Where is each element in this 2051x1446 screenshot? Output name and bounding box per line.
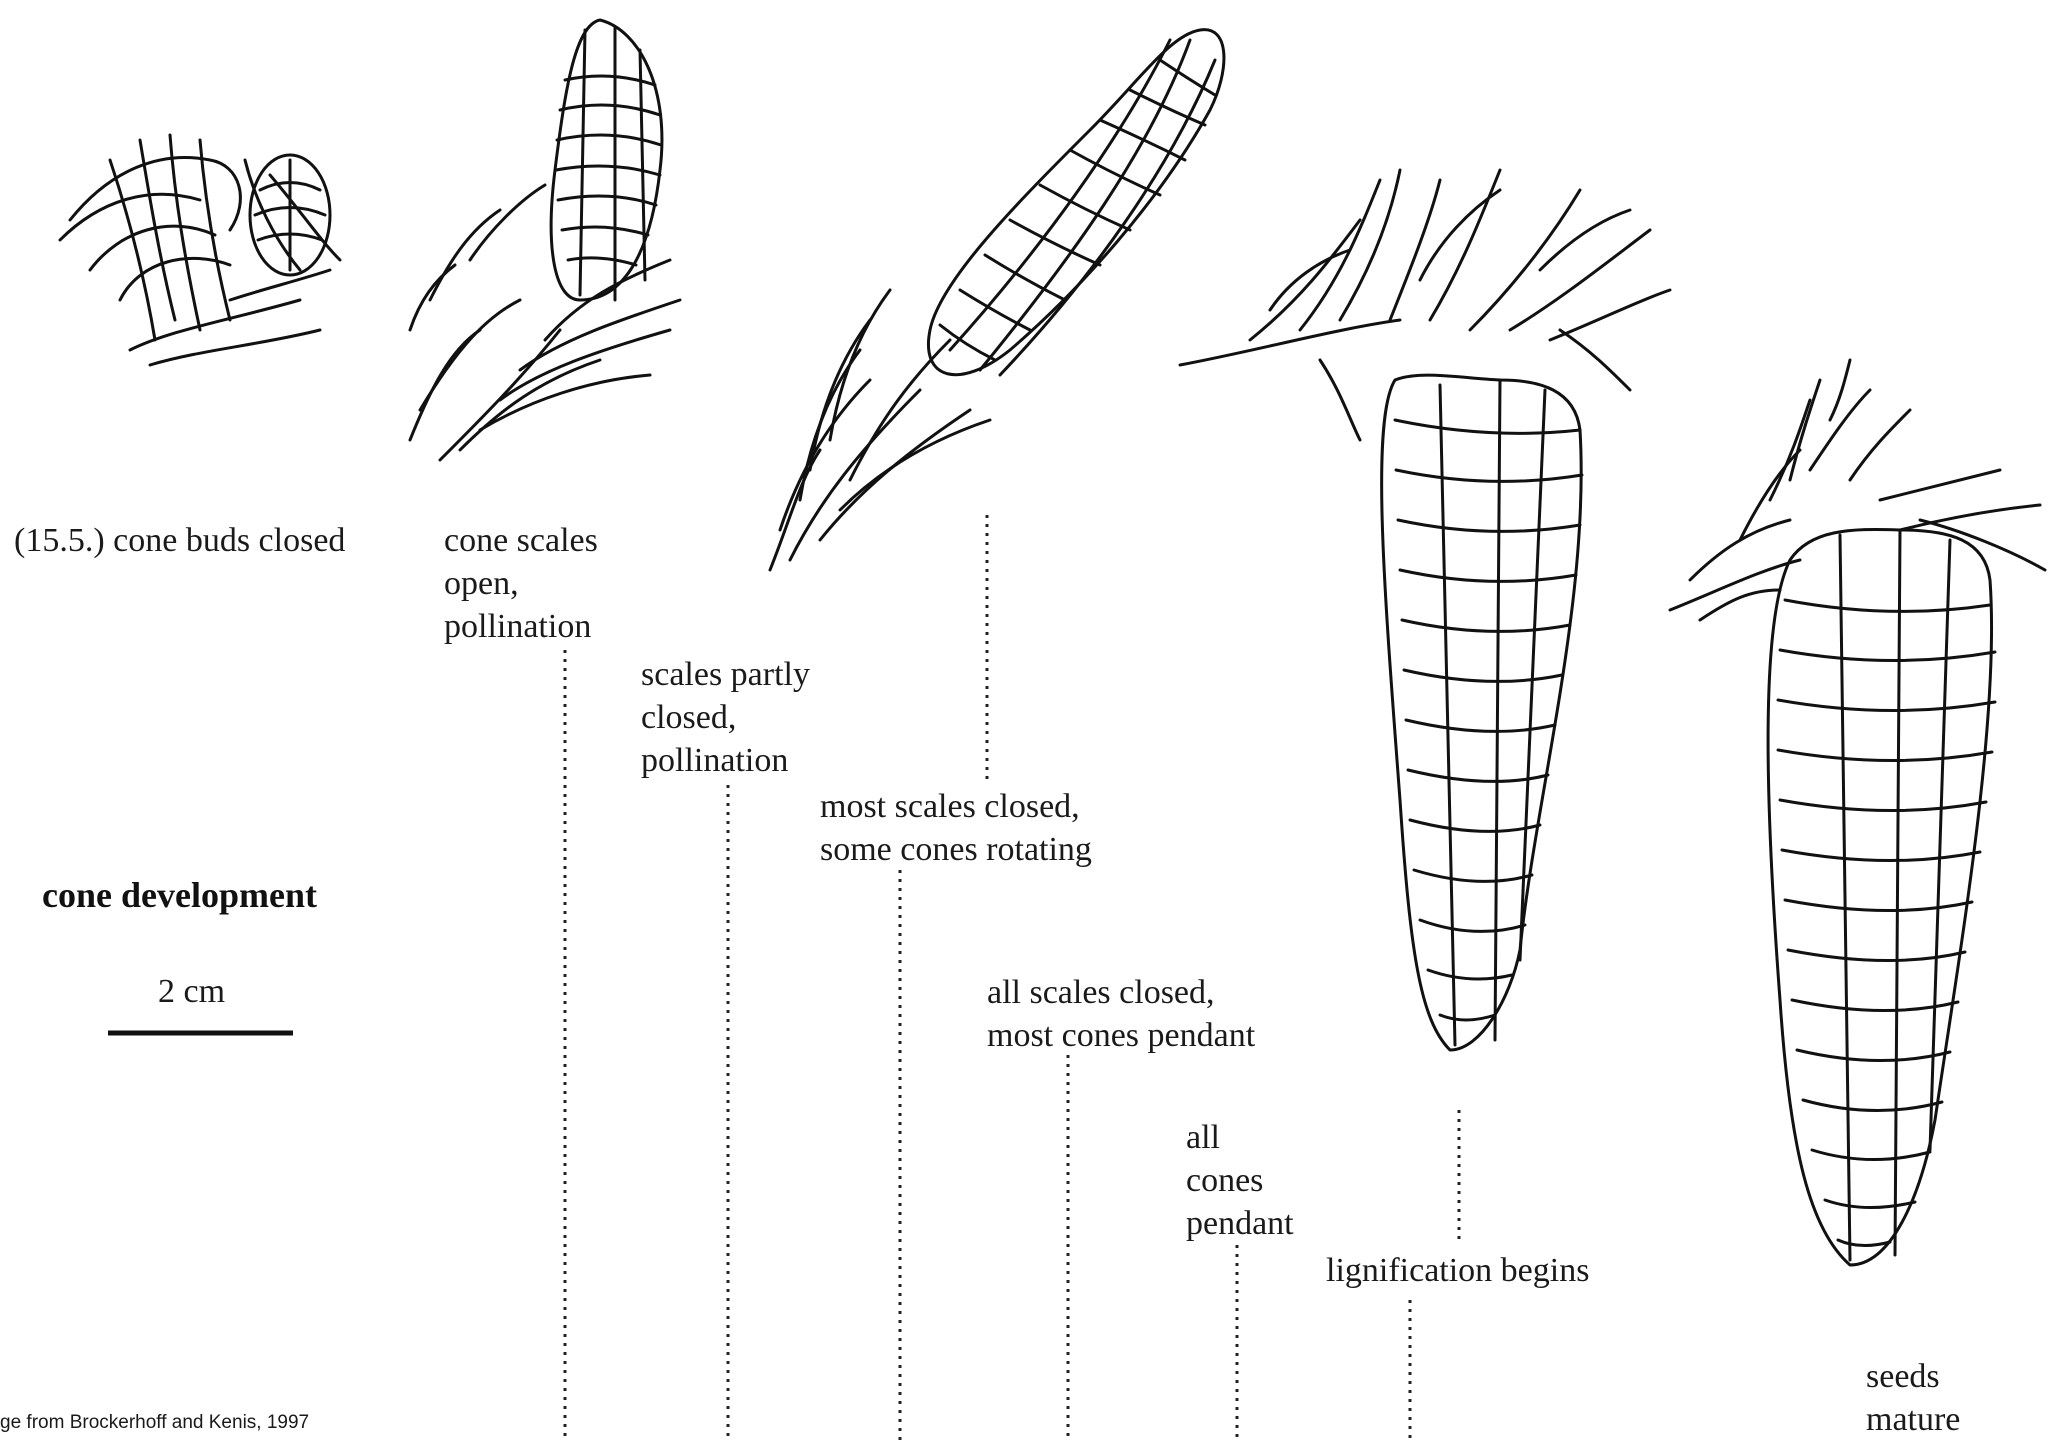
stage-label-all-scales-closed: all scales closed, most cones pendant: [987, 971, 1255, 1057]
stage-label-scales-partly-closed: scales partly closed, pollination: [641, 653, 810, 782]
cone-drawing-buds-closed: [60, 135, 340, 365]
stage-label-all-cones-pendant: all cones pendant: [1186, 1116, 1294, 1245]
scale-bar-label: 2 cm: [158, 973, 225, 1011]
stage-label-buds-closed: (15.5.) cone buds closed: [14, 519, 345, 562]
cone-drawing-scales-partly-closed: [770, 30, 1224, 570]
cone-drawing-seeds-mature: [1670, 360, 2045, 1265]
stage-label-seeds-mature: seeds mature: [1866, 1355, 1960, 1441]
image-credit: ge from Brockerhoff and Kenis, 1997: [0, 1412, 309, 1434]
diagram-title: cone development: [42, 874, 317, 916]
stage-label-lignification-begins: lignification begins: [1326, 1249, 1589, 1292]
stage-label-scales-open: cone scales open, pollination: [444, 519, 598, 648]
cone-drawing-scales-open: [410, 20, 680, 460]
stage-label-most-scales-closed: most scales closed, some cones rotating: [820, 785, 1092, 871]
cone-drawing-lignification: [1180, 170, 1670, 1050]
